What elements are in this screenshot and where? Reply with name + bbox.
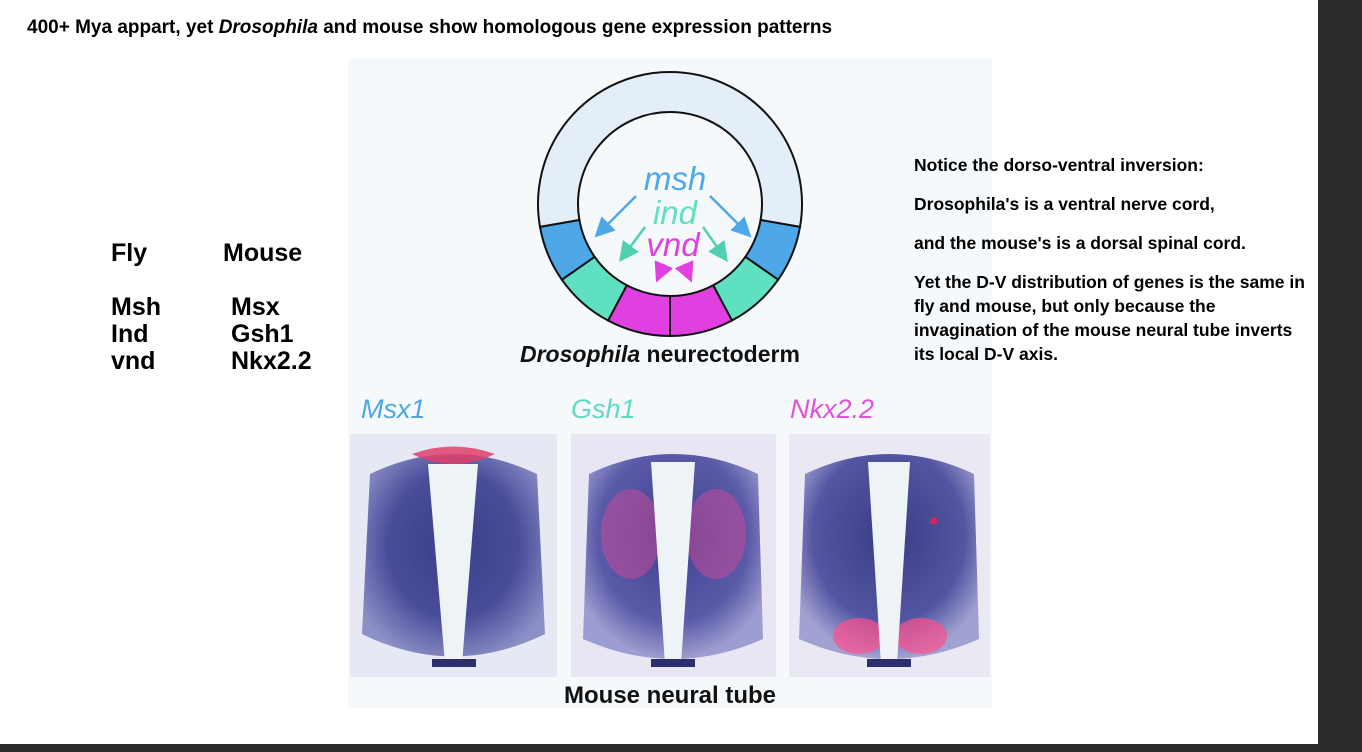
mouse-header: Mouse — [223, 239, 303, 267]
arrow-ind-left — [619, 226, 647, 263]
section-image-gsh1 — [571, 434, 776, 677]
section-label-msx1: Msx1 — [361, 394, 426, 424]
section-image-nkx22 — [789, 434, 990, 677]
neurectoderm-caption-rest: neurectoderm — [640, 341, 800, 367]
title-italic: Drosophila — [218, 17, 318, 38]
arrow-ind-right — [701, 226, 728, 263]
slide-title: 400+ Mya appart, yet Drosophila and mous… — [27, 17, 832, 39]
neurectoderm-diagram: msh ind vnd — [537, 71, 803, 338]
mouse-gene-nkx22: Nkx2.2 — [231, 347, 312, 375]
slide: 400+ Mya appart, yet Drosophila and mous… — [0, 0, 1318, 744]
fly-gene-msh: Msh — [111, 293, 161, 321]
mouse-column: Mouse Msx Gsh1 Nkx2.2 — [223, 240, 312, 375]
note-ventral: Drosophila's is a ventral nerve cord, — [914, 194, 1215, 214]
note-inversion: Notice the dorso-ventral inversion: — [914, 155, 1204, 175]
section-label-nkx22: Nkx2.2 — [790, 394, 875, 424]
title-prefix: 400+ Mya appart, yet — [27, 17, 219, 38]
arrow-msh-right — [709, 195, 752, 238]
diagram-label-ind: ind — [653, 194, 699, 231]
neurectoderm-ring — [537, 71, 803, 338]
diagram-label-msh: msh — [644, 160, 706, 197]
section-label-gsh1: Gsh1 — [571, 394, 636, 424]
section-image-msx1 — [350, 434, 557, 677]
neurectoderm-caption: Drosophila neurectoderm — [520, 341, 800, 368]
ring-segment-msh-left — [538, 218, 597, 282]
arrow-vnd-right — [674, 260, 694, 283]
arrow-msh-left — [594, 195, 637, 238]
arrow-vnd-left — [654, 260, 674, 283]
fly-gene-ind: Ind — [111, 320, 149, 348]
mouse-gene-msx: Msx — [231, 293, 280, 321]
neurectoderm-caption-italic: Drosophila — [520, 341, 641, 367]
title-suffix: and mouse show homologous gene expressio… — [317, 17, 833, 38]
fly-header: Fly — [111, 239, 148, 267]
mouse-gene-gsh1: Gsh1 — [231, 320, 294, 348]
fly-gene-vnd: vnd — [111, 347, 156, 375]
note-dorsal: and the mouse's is a dorsal spinal cord. — [914, 233, 1246, 253]
window-edge-bottom — [0, 744, 1362, 752]
ring-segment-dorsal — [537, 71, 803, 229]
notes-panel: Notice the dorso-ventral inversion: Dros… — [914, 153, 1314, 366]
diagram-label-vnd: vnd — [646, 226, 701, 263]
fly-column: Fly Msh Ind vnd — [111, 240, 161, 375]
neural-tube-caption: Mouse neural tube — [564, 682, 777, 709]
window-edge-right — [1318, 0, 1362, 752]
note-explanation: Yet the D-V distribution of genes is the… — [914, 272, 1305, 364]
